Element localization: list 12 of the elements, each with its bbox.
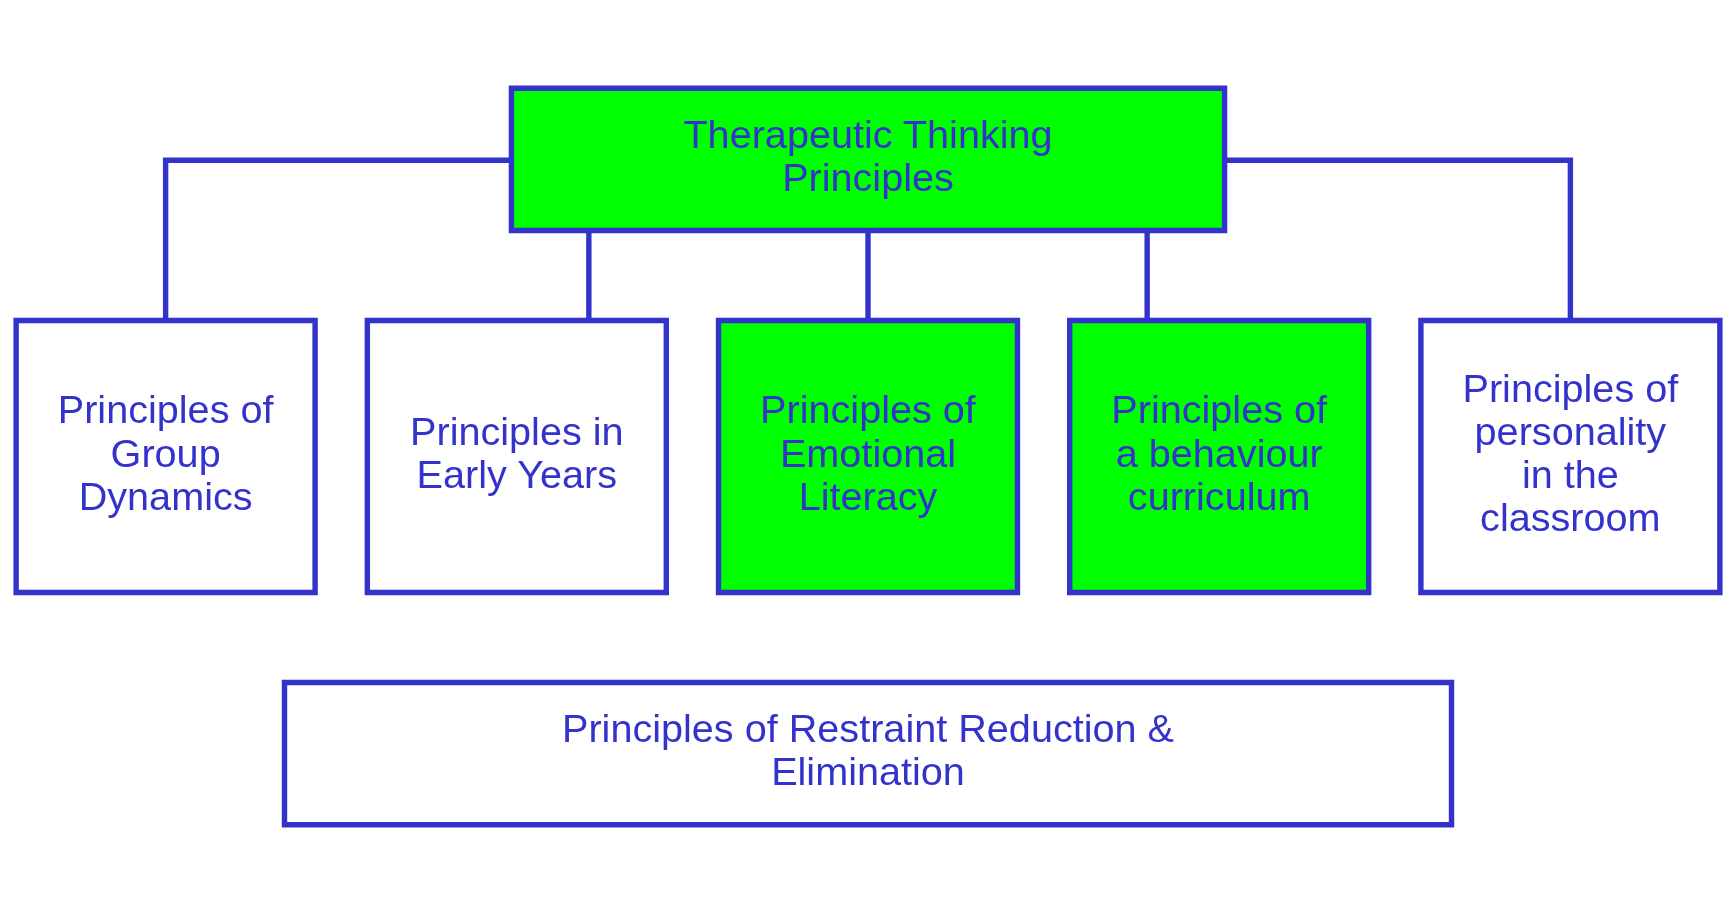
connector [586,230,592,321]
node-box: Principles of personality in the classroom [1418,317,1723,596]
connector [1224,157,1574,321]
node-box: Principles of Emotional Literacy [715,317,1021,596]
connector [1144,230,1150,321]
node-box: Principles of Restraint Reduction & Elimination [281,679,1455,828]
node-box: Therapeutic Thinking Principles [508,85,1228,234]
node-box: Principles of Group Dynamics [13,317,318,596]
connector [865,230,871,321]
connector [162,157,512,321]
node-box: Principles in Early Years [364,317,669,596]
node-box: Principles of a behaviour curriculum [1067,317,1372,596]
